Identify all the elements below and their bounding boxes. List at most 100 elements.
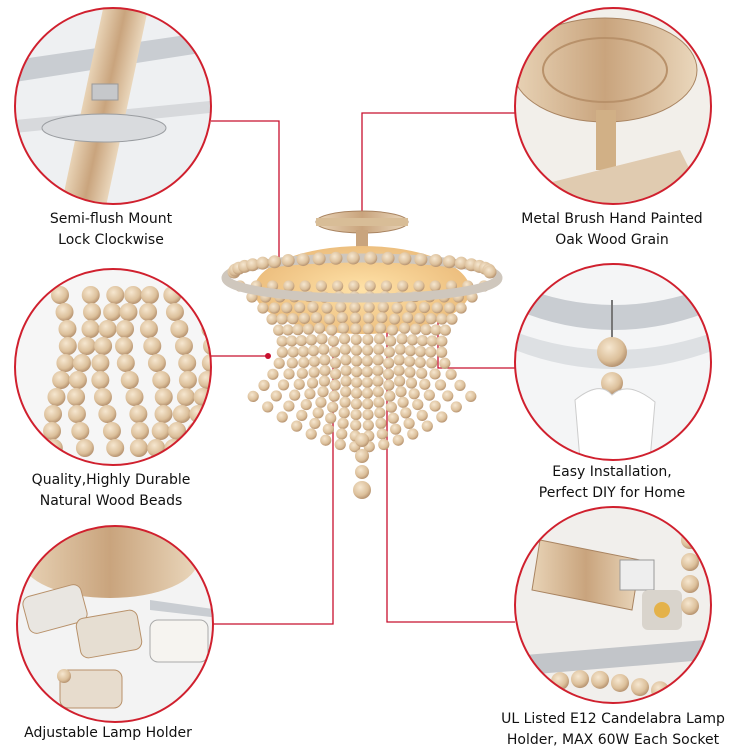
wood-bead: [300, 398, 312, 411]
wood-bead: [374, 322, 387, 334]
wood-bead: [362, 398, 374, 410]
caption-line: Semi-flush Mount: [49, 211, 173, 227]
wood-bead: [283, 368, 295, 380]
caption-line: Adjustable Lamp Holder: [24, 725, 192, 741]
wood-bead: [413, 280, 425, 292]
wood-bead: [67, 388, 86, 406]
wood-bead: [98, 405, 117, 423]
wood-bead: [405, 377, 418, 389]
wood-bead: [681, 597, 699, 615]
wood-bead: [681, 531, 699, 549]
wood-bead: [307, 345, 320, 357]
wood-bead: [143, 337, 162, 355]
wood-bead: [407, 428, 419, 440]
wood-bead: [187, 422, 206, 440]
wood-bead: [309, 417, 321, 430]
wood-bead: [681, 553, 699, 571]
wood-bead: [336, 312, 348, 324]
wood-bead: [67, 405, 86, 423]
wood-bead: [443, 302, 456, 314]
wood-bead: [312, 407, 324, 419]
wood-bead: [139, 303, 158, 321]
wood-bead: [296, 409, 308, 421]
wood-bead: [416, 409, 428, 421]
wood-bead: [397, 396, 409, 408]
wood-bead: [350, 323, 362, 335]
wood-bead: [283, 400, 295, 412]
wood-bead: [68, 371, 87, 389]
wood-bead: [305, 428, 317, 440]
wood-bead: [307, 301, 319, 313]
wood-bead: [465, 390, 477, 402]
wood-bead: [372, 364, 384, 377]
wood-bead: [320, 434, 332, 446]
wood-bead: [346, 251, 360, 265]
wood-bead: [398, 252, 412, 266]
wood-bead: [372, 354, 384, 366]
wood-bead: [404, 366, 416, 378]
wood-bead: [283, 280, 295, 292]
wood-bead: [286, 357, 298, 369]
caption-oak-wood-grain: Metal Brush Hand Painted Oak Wood Grain: [502, 209, 722, 251]
wood-bead: [418, 301, 431, 314]
wood-bead: [483, 265, 497, 279]
wood-bead: [119, 303, 138, 321]
wood-bead: [363, 312, 375, 324]
wood-bead: [349, 301, 361, 314]
wood-bead: [355, 465, 369, 479]
wood-bead: [394, 375, 406, 387]
wood-bead: [319, 354, 331, 366]
wood-bead: [382, 368, 395, 380]
wood-bead: [202, 337, 211, 355]
wood-bead: [337, 322, 350, 334]
wood-bead: [246, 258, 260, 272]
wood-bead: [197, 303, 211, 321]
wood-bead: [172, 405, 191, 423]
wood-bead: [273, 324, 285, 336]
wood-bead: [350, 387, 363, 399]
chandelier-image: [221, 210, 503, 499]
detail-circle-mount: [14, 7, 212, 205]
wood-bead: [426, 335, 438, 347]
wood-bead: [82, 303, 101, 321]
wood-bead: [327, 401, 339, 413]
wood-bead: [286, 335, 298, 347]
wood-bead: [442, 255, 456, 269]
wood-bead: [350, 344, 363, 356]
wood-bead: [328, 390, 340, 402]
wood-bead: [376, 428, 388, 440]
wood-bead: [154, 405, 173, 423]
wood-bead: [297, 345, 310, 358]
wood-bead: [296, 367, 308, 379]
wood-bead: [377, 301, 389, 313]
wood-bead: [361, 355, 373, 367]
wood-bead: [306, 377, 319, 389]
wood-bead: [322, 423, 334, 435]
wood-bead: [436, 411, 448, 423]
wood-bead: [270, 390, 282, 402]
wood-bead: [429, 368, 441, 380]
wood-bead: [364, 251, 378, 265]
wood-bead: [106, 286, 125, 304]
wood-bead: [436, 346, 448, 358]
wood-bead: [403, 417, 415, 430]
rim-beads: [227, 251, 497, 279]
wood-bead: [329, 379, 341, 391]
wood-bead: [305, 334, 318, 346]
wood-bead: [340, 386, 352, 398]
wood-bead: [611, 673, 629, 692]
wood-bead: [178, 371, 197, 389]
wood-bead: [386, 324, 398, 336]
wood-bead: [287, 346, 299, 358]
wood-bead: [454, 379, 466, 391]
wood-bead: [310, 312, 323, 324]
wood-bead: [419, 378, 431, 390]
wood-bead: [434, 379, 447, 391]
wood-bead: [116, 354, 135, 372]
wood-bead: [178, 354, 197, 372]
wood-bead: [351, 355, 363, 367]
wood-bead: [329, 346, 341, 358]
wood-bead: [395, 386, 407, 398]
wood-bead: [396, 333, 408, 345]
wood-bead: [308, 366, 320, 378]
